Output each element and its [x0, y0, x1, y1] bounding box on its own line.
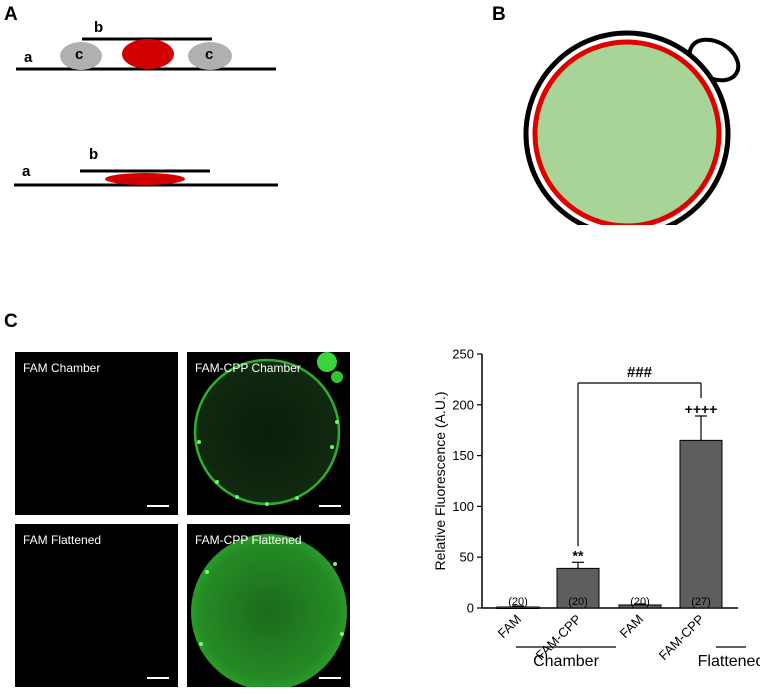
sample-size-label: (20)	[568, 596, 588, 608]
category-label: FAM	[617, 612, 647, 642]
micrograph-fam-flattened: FAM Flattened	[15, 524, 178, 687]
sample-size-label: (27)	[691, 596, 711, 608]
group-label: Flattened	[698, 653, 760, 670]
bar	[556, 567, 600, 609]
fluorescent-cell-ring	[193, 352, 343, 506]
spacer-c-right	[188, 42, 232, 70]
fluorescent-cell-disc	[191, 534, 347, 687]
bar	[679, 439, 723, 609]
spacer-c-left	[60, 42, 102, 70]
bracket-label: ###	[627, 364, 653, 381]
group-label: Chamber	[533, 653, 599, 670]
cell-in-chamber	[122, 39, 174, 69]
cell-flattened	[105, 173, 185, 185]
panel-b-schematic	[523, 30, 741, 225]
scale-bar	[319, 505, 341, 507]
panel-a-letter: A	[4, 4, 18, 25]
y-axis-label: Relative Fluorescence (A.U.)	[432, 392, 448, 571]
label-a-top: a	[24, 49, 33, 66]
panel-a-schematic	[14, 37, 278, 187]
y-tick-label: 200	[452, 397, 474, 412]
label-b-bottom: b	[89, 146, 99, 163]
micrograph-label: FAM-CPP Flattened	[195, 533, 302, 547]
micrograph-label: FAM Flattened	[23, 533, 102, 547]
micrograph-label: FAM Chamber	[23, 361, 101, 375]
micrograph-famcpp-flattened: FAM-CPP Flattened	[187, 524, 350, 687]
y-tick-label: 50	[460, 550, 474, 565]
sample-size-label: (20)	[508, 596, 528, 608]
y-tick-label: 250	[452, 347, 474, 362]
scale-bar	[319, 677, 341, 679]
label-b-top: b	[94, 19, 104, 36]
panel-c-letter: C	[4, 311, 18, 332]
label-c-right: c	[205, 46, 214, 63]
panel-b-letter: B	[492, 4, 506, 25]
cell-interior	[532, 39, 722, 225]
y-tick-label: 100	[452, 499, 474, 514]
micrograph-label: FAM-CPP Chamber	[195, 361, 301, 375]
significance-mark: ++++	[685, 401, 718, 417]
scale-bar	[147, 677, 169, 679]
significance-mark: **	[573, 547, 584, 563]
category-label: FAM	[495, 612, 525, 642]
bar	[618, 604, 662, 609]
y-tick-label: 0	[467, 601, 474, 616]
scale-bar	[147, 505, 169, 507]
label-a-bottom: a	[22, 163, 31, 180]
y-tick-label: 150	[452, 448, 474, 463]
micrograph-famcpp-chamber: FAM-CPP Chamber	[187, 352, 350, 515]
sample-size-label: (20)	[630, 596, 650, 608]
label-c-left: c	[75, 46, 84, 63]
micrograph-fam-chamber: FAM Chamber	[15, 352, 178, 515]
